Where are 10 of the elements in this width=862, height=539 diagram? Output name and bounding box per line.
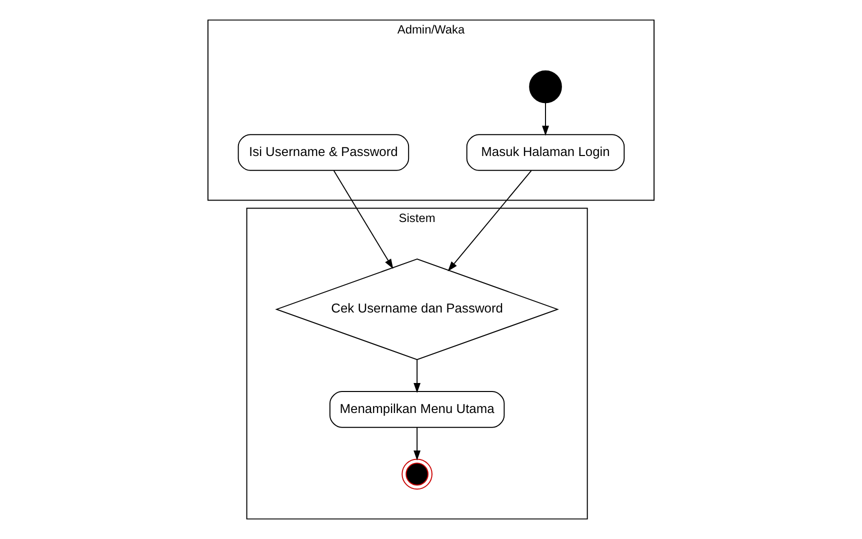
node-box: Masuk Halaman Login (466, 134, 625, 171)
node-box: Isi Username & Password (238, 134, 410, 171)
arrow (542, 102, 549, 136)
node-circle (402, 458, 432, 490)
arrow (414, 359, 421, 393)
arrow (448, 170, 532, 272)
node-circle (529, 70, 562, 104)
arrow (414, 427, 421, 460)
arrow (333, 170, 394, 269)
node-box: Menampilkan Menu Utama (329, 390, 505, 428)
